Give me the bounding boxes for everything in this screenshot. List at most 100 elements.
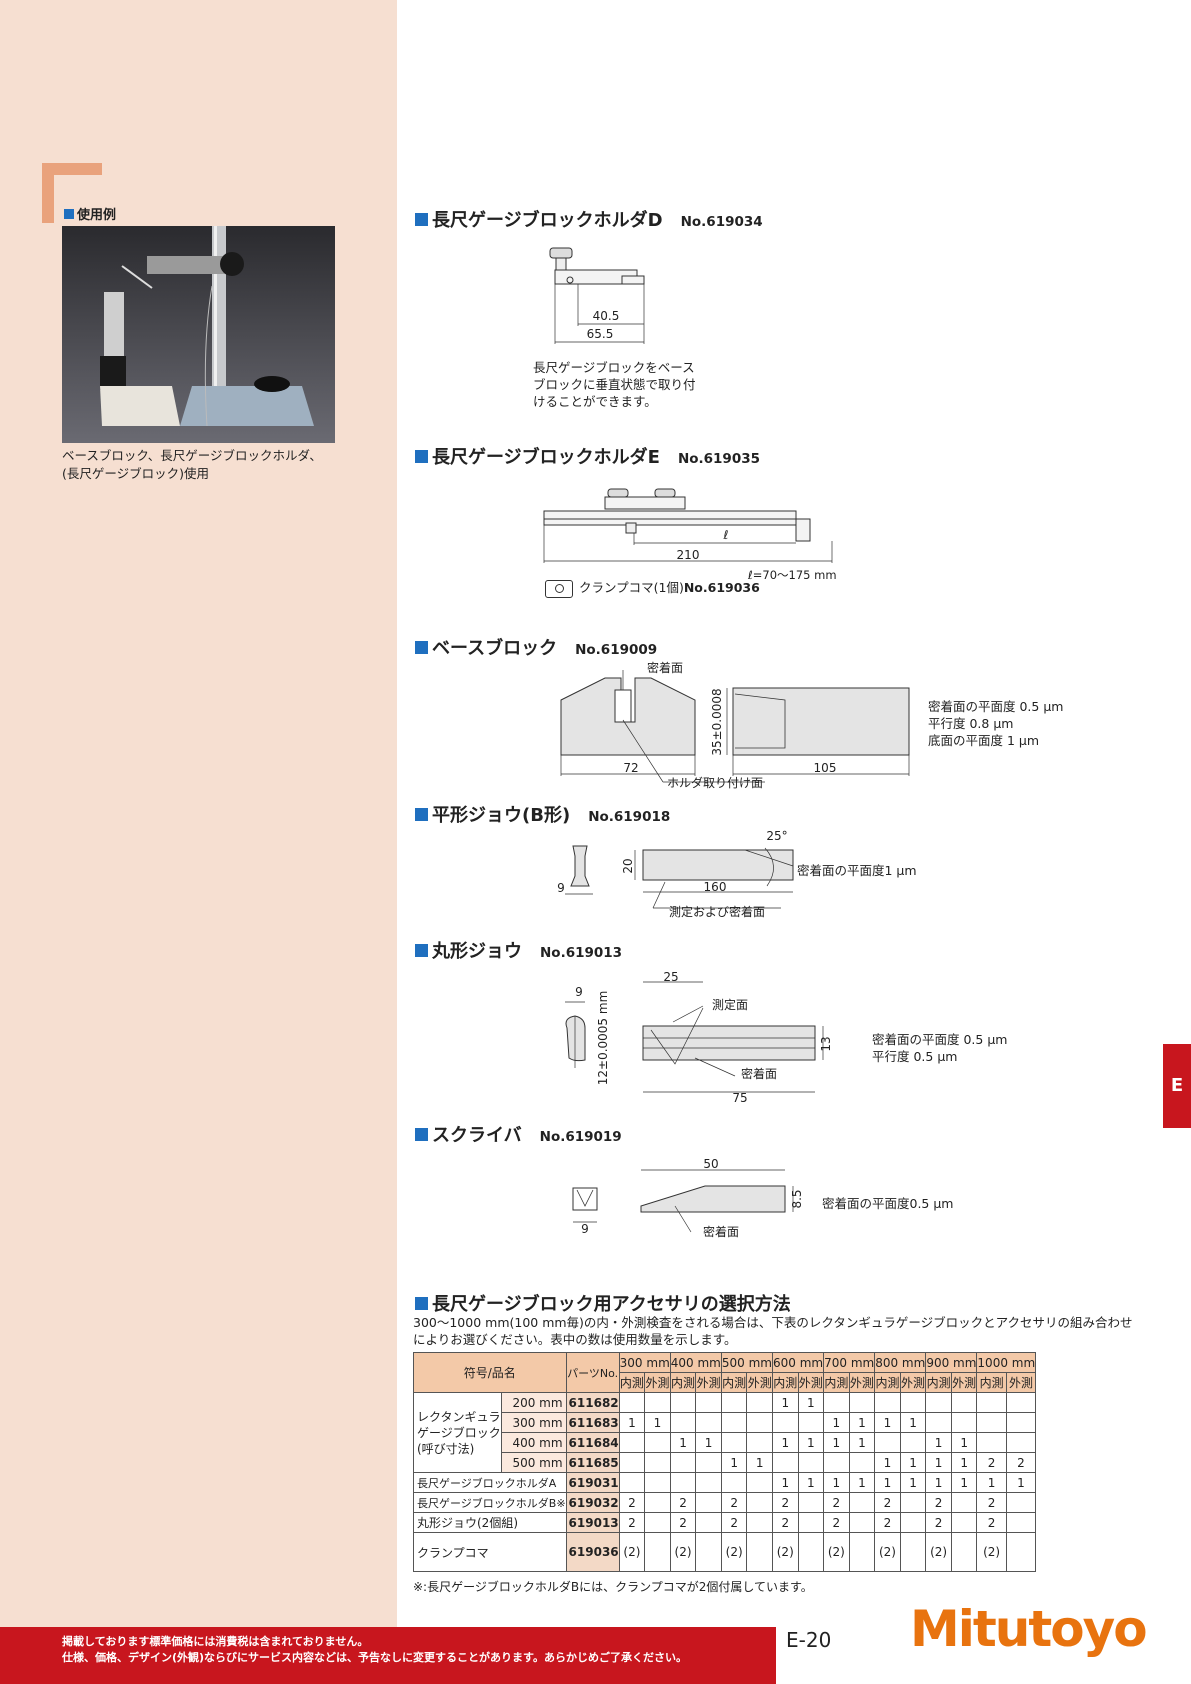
table-cell — [797, 1512, 825, 1533]
table-cell — [695, 1492, 722, 1513]
table-cell — [976, 1412, 1007, 1433]
table-cell: 1 — [771, 1432, 799, 1453]
table-cell: 外測 — [848, 1372, 876, 1393]
table-cell: (2) — [720, 1532, 748, 1572]
table-cell: 2 — [874, 1512, 901, 1533]
table-cell — [899, 1492, 927, 1513]
accessory-selection-table: 符号/品名 パーツNo. 300 mm 400 mm 500 mm 600 mm… — [413, 1352, 1037, 1572]
table-cell: 2 — [669, 1492, 697, 1513]
table-cell: 2 — [771, 1512, 799, 1533]
table-cell: 内測 — [874, 1372, 901, 1393]
table-cell — [1005, 1512, 1037, 1533]
table-cell: 1 — [644, 1412, 671, 1433]
table-cell: 1 — [950, 1472, 978, 1493]
usage-photo — [62, 226, 335, 443]
table-cell: 800 mm — [874, 1352, 927, 1373]
usage-photo-caption: ベースブロック、長尺ゲージブロックホルダ、 (長尺ゲージブロック)使用 — [62, 448, 322, 481]
table-cell: (2) — [874, 1532, 901, 1572]
scriber-spec: 密着面の平面度0.5 μm — [822, 1196, 954, 1211]
holder-e-clamp-note: クランプコマ(1個)No.619036 — [545, 579, 760, 598]
table-cell: 1 — [925, 1432, 952, 1453]
table-cell — [669, 1472, 697, 1493]
holder-e-range: ℓ=70～175 mm — [748, 568, 837, 582]
table-cell — [950, 1392, 978, 1413]
table-cell: 2 — [925, 1512, 952, 1533]
table-cell: 内測 — [720, 1372, 748, 1393]
table-cell — [1005, 1532, 1037, 1572]
table-cell — [618, 1472, 646, 1493]
table-cell: 外測 — [644, 1372, 671, 1393]
table-cell: 外測 — [746, 1372, 773, 1393]
flat-jaw-dim-length: 160 — [704, 880, 727, 894]
table-cell: 400 mm — [669, 1352, 722, 1373]
selection-intro: 300～1000 mm(100 mm毎)の内・外測検査をされる場合は、下表のレク… — [413, 1315, 1133, 1347]
table-cell — [950, 1512, 978, 1533]
table-cell: 2 — [1005, 1452, 1037, 1473]
round-jaw-measure-label: 測定面 — [712, 997, 748, 1012]
table-cell: (2) — [925, 1532, 952, 1572]
table-cell: 内測 — [618, 1372, 646, 1393]
holder-e-drawing: ℓ 210 — [543, 488, 833, 563]
table-cell — [644, 1432, 671, 1453]
table-cell — [644, 1392, 671, 1413]
table-cell — [925, 1412, 952, 1433]
table-cell: 611682 — [565, 1392, 620, 1413]
table-cell: 2 — [874, 1492, 901, 1513]
table-cell — [848, 1492, 876, 1513]
table-cell — [950, 1412, 978, 1433]
table-cell: 1 — [925, 1472, 952, 1493]
table-cell: 619013 — [565, 1512, 620, 1533]
round-jaw-dim-length: 75 — [732, 1091, 747, 1105]
table-cell: 1 — [950, 1432, 978, 1453]
table-cell: 619031 — [565, 1472, 620, 1493]
usage-example-label: 使用例 — [64, 204, 116, 223]
table-cell — [874, 1392, 901, 1413]
flat-jaw-dim-height: 20 — [621, 858, 635, 873]
table-cell: 1 — [797, 1472, 825, 1493]
table-cell: 1 — [746, 1452, 773, 1473]
holder-e-dim-l: ℓ — [723, 528, 729, 542]
table-cell — [899, 1392, 927, 1413]
table-cell — [797, 1492, 825, 1513]
table-cell — [669, 1452, 697, 1473]
table-cell — [669, 1392, 697, 1413]
page-number: E-20 — [786, 1628, 832, 1652]
table-cell — [746, 1492, 773, 1513]
table-cell: 1 — [823, 1412, 850, 1433]
table-cell — [746, 1512, 773, 1533]
table-cell — [720, 1472, 748, 1493]
table-cell: 内測 — [669, 1372, 697, 1393]
table-cell: 2 — [669, 1512, 697, 1533]
table-footnote: ※:長尺ゲージブロックホルダBには、クランプコマが2個付属しています。 — [413, 1580, 813, 1594]
table-cell: 900 mm — [925, 1352, 978, 1373]
table-cell — [899, 1512, 927, 1533]
round-jaw-dim-top: 25 — [663, 970, 678, 984]
table-cell — [746, 1392, 773, 1413]
table-cell: 1 — [669, 1432, 697, 1453]
round-jaw-contact-label: 密着面 — [741, 1066, 777, 1081]
footer-disclaimer: 掲載しております標準価格には消費税は含まれておりません。仕様、価格、デザイン(外… — [62, 1635, 687, 1664]
table-cell — [644, 1452, 671, 1473]
corner-bracket-decoration — [42, 163, 102, 223]
table-cell — [695, 1392, 722, 1413]
table-cell: 内測 — [925, 1372, 952, 1393]
header-part: パーツNo. — [565, 1352, 620, 1393]
table-cell — [797, 1452, 825, 1473]
table-cell: 611683 — [565, 1412, 620, 1433]
table-cell: 400 mm — [501, 1432, 567, 1453]
table-cell: 外測 — [950, 1372, 978, 1393]
table-cell — [644, 1512, 671, 1533]
table-cell — [848, 1392, 876, 1413]
table-cell: 1 — [874, 1412, 901, 1433]
table-cell — [848, 1512, 876, 1533]
section-tab-e[interactable]: E — [1163, 1044, 1191, 1128]
table-cell: 1 — [695, 1432, 722, 1453]
table-cell: 外測 — [899, 1372, 927, 1393]
